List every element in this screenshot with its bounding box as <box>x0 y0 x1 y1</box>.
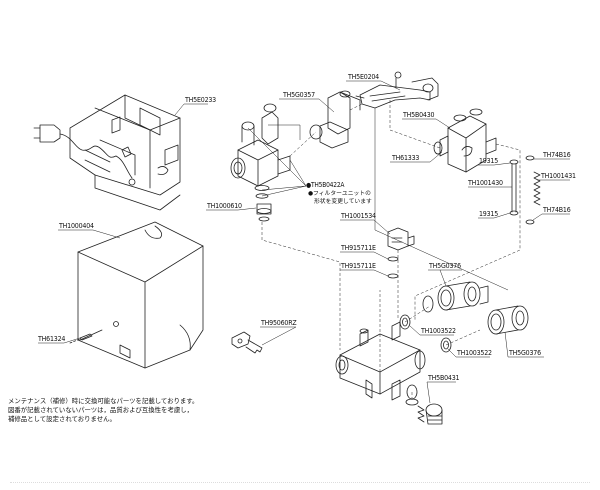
label-TH1001430: TH1001430 <box>468 179 503 187</box>
part-TH61324-screw <box>69 333 93 344</box>
filter-note-line1: ●フィルターユニットの <box>308 191 371 197</box>
label-TH5E0204: TH5E0204 <box>348 73 379 81</box>
label-TH5G0357: TH5G0357 <box>283 91 315 99</box>
part-main-manifold <box>335 321 426 401</box>
label-TH5E0233: TH5E0233 <box>185 96 216 104</box>
label-TH5G0376-a: TH5G0376 <box>429 262 461 270</box>
part-TH1001534-clip <box>387 227 415 251</box>
part-TH1001431-spring <box>533 171 541 206</box>
label-TH915711E-b: TH915711E <box>341 262 376 270</box>
label-TH5B0431: TH5B0431 <box>428 374 460 382</box>
page-bottom-divider <box>10 482 590 483</box>
part-TH915711E-orings <box>387 256 399 279</box>
part-TH1000404-cover <box>77 221 204 369</box>
label-TH61333: TH61333 <box>392 154 420 162</box>
part-TH5E0204-bracket <box>355 71 439 109</box>
label-19315-a: 19315 <box>479 157 499 165</box>
footer-note-line3: 補修品として設定されておりません。 <box>8 415 116 423</box>
label-TH95060RZ: TH95060RZ <box>261 319 297 327</box>
part-TH5G0376-fitting-lower <box>487 305 529 335</box>
part-TH5B0431-check-valve <box>405 398 443 425</box>
label-TH74B16-b: TH74B16 <box>543 206 571 214</box>
label-TH915711E-a: TH915711E <box>341 244 376 252</box>
label-TH1000610: TH1000610 <box>207 202 242 210</box>
part-TH95060RZ-key <box>231 331 263 354</box>
label-TH1003522-a: TH1003522 <box>421 327 456 335</box>
label-TH1001534: TH1001534 <box>341 212 376 220</box>
label-TH5B0430: TH5B0430 <box>403 111 435 119</box>
label-TH74B16-a: TH74B16 <box>543 151 571 159</box>
part-TH5G0376-fitting-upper <box>422 281 489 313</box>
part-TH5G0357-elbow <box>309 90 361 149</box>
part-valve-body-assembly <box>230 103 291 187</box>
part-19315-and-TH74B16-pins <box>509 155 535 225</box>
footer-note-line2: 図番が記載されていないパーツは，品質および互換性を考慮し， <box>8 406 194 414</box>
filter-note-line2: 形状を変更しています <box>314 199 372 205</box>
label-TH1003522-b: TH1003522 <box>457 349 492 357</box>
label-TH5B0422A: ●TH5B0422A <box>306 181 345 189</box>
part-TH1000610-filter-stack <box>254 185 272 222</box>
label-TH1001431: TH1001431 <box>541 172 576 180</box>
label-TH1000404: TH1000404 <box>59 222 94 230</box>
part-TH5E0233-bracket-assembly <box>33 94 181 211</box>
label-TH5G0376-b: TH5G0376 <box>509 349 541 357</box>
label-TH61324: TH61324 <box>38 335 66 343</box>
label-19315-b: 19315 <box>479 210 499 218</box>
footer-note-line1: メンテナンス（補修）時に交換可能なパーツを記載しております。 <box>8 397 199 405</box>
